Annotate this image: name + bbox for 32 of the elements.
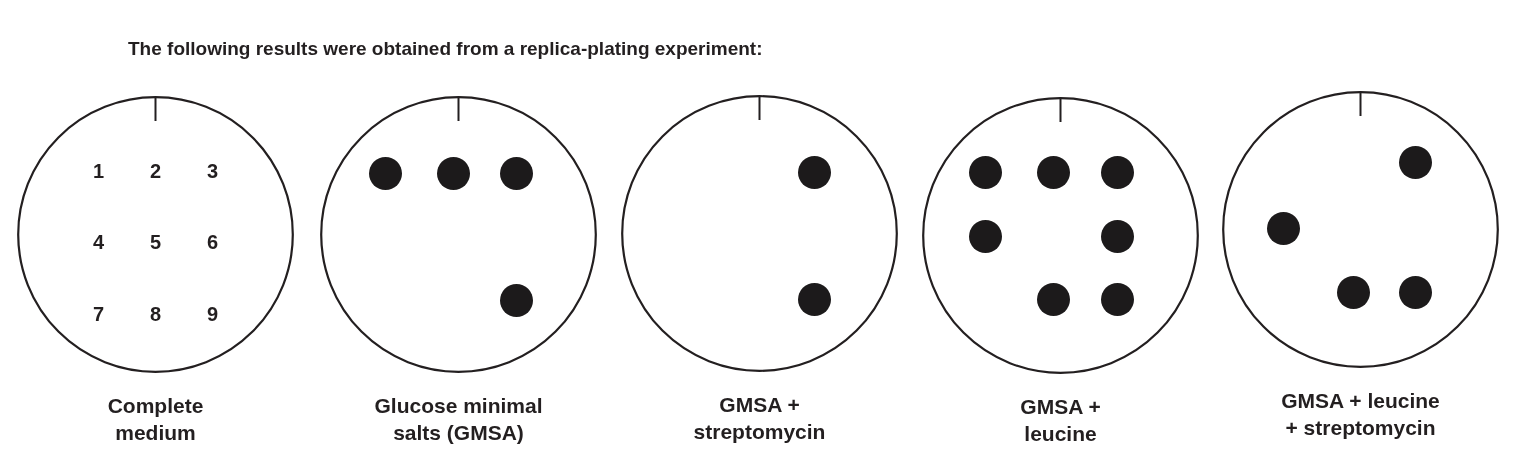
position-number: 8 <box>149 302 162 325</box>
colony-dot <box>1037 156 1070 189</box>
colony-dot <box>500 157 533 190</box>
dish-label: GMSA + streptomycin <box>693 393 826 443</box>
dish-label: GMSA + leucine + streptomycin <box>1281 389 1440 439</box>
colony-dot <box>1267 212 1300 245</box>
position-number: 3 <box>206 159 219 182</box>
dish-label: Glucose minimal salts (GMSA) <box>374 394 543 444</box>
colony-dot <box>1101 283 1134 316</box>
position-number: 7 <box>92 302 105 325</box>
position-number: 6 <box>206 230 219 253</box>
position-number: 5 <box>149 230 162 253</box>
colony-dot <box>1399 146 1432 179</box>
title: The following results were obtained from a replica-plating experiment: <box>128 38 763 60</box>
position-number: 9 <box>206 302 219 325</box>
colony-dot <box>437 157 470 190</box>
colony-dot <box>1399 276 1432 309</box>
colony-dot <box>798 156 831 189</box>
position-number: 1 <box>92 159 105 182</box>
colony-dot <box>1037 283 1070 316</box>
dish-label: GMSA + leucine <box>1020 395 1101 445</box>
position-number: 4 <box>92 230 105 253</box>
dish-label: Complete medium <box>107 394 204 444</box>
colony-dot <box>1101 156 1134 189</box>
colony-dot <box>969 220 1002 253</box>
colony-dot <box>369 157 402 190</box>
colony-dot <box>1337 276 1370 309</box>
colony-dot <box>798 283 831 316</box>
colony-dot <box>1101 220 1134 253</box>
position-number: 2 <box>149 159 162 182</box>
colony-dot <box>500 284 533 317</box>
colony-dot <box>969 156 1002 189</box>
